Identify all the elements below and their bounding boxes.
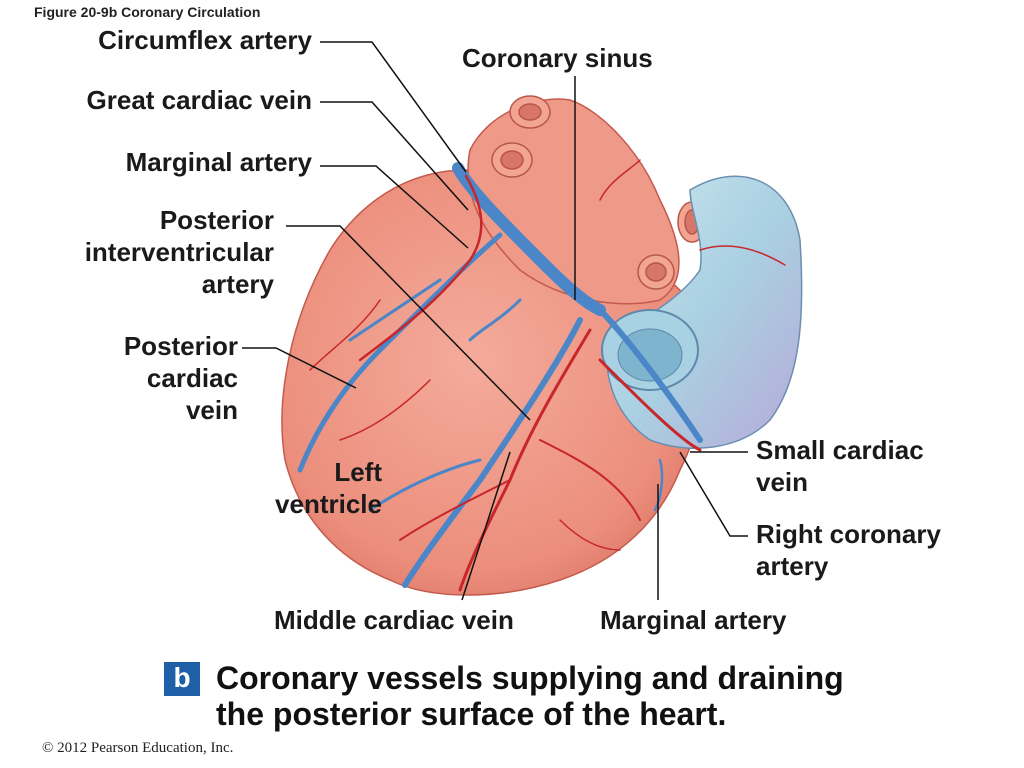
label-circumflex-artery: Circumflex artery: [98, 25, 312, 55]
label-middle-cardiac-vein: Middle cardiac vein: [274, 605, 514, 635]
label-posterior-cardiac-vein: Posterior cardiac vein: [123, 331, 238, 425]
arteries: [309, 159, 786, 592]
label-marginal-artery-top: Marginal artery: [125, 147, 312, 177]
panel-badge: b: [164, 662, 200, 696]
label-coronary-sinus: Coronary sinus: [462, 43, 653, 73]
label-small-cardiac-vein: Small cardiac vein: [756, 435, 924, 497]
copyright-notice: © 2012 Pearson Education, Inc.: [42, 740, 234, 756]
label-left-ventricle: Left ventricle: [275, 457, 382, 519]
caption: Coronary vessels supplying and draining …: [216, 660, 844, 732]
label-marginal-artery-bottom: Marginal artery: [600, 605, 787, 635]
figure-title: Figure 20-9b Coronary Circulation: [34, 4, 261, 20]
label-great-cardiac-vein: Great cardiac vein: [86, 85, 312, 115]
label-right-coronary-artery: Right coronary artery: [756, 519, 941, 581]
label-posterior-interventricular-artery: Posterior interventricular artery: [84, 205, 274, 299]
leader-lines: [242, 41, 748, 601]
